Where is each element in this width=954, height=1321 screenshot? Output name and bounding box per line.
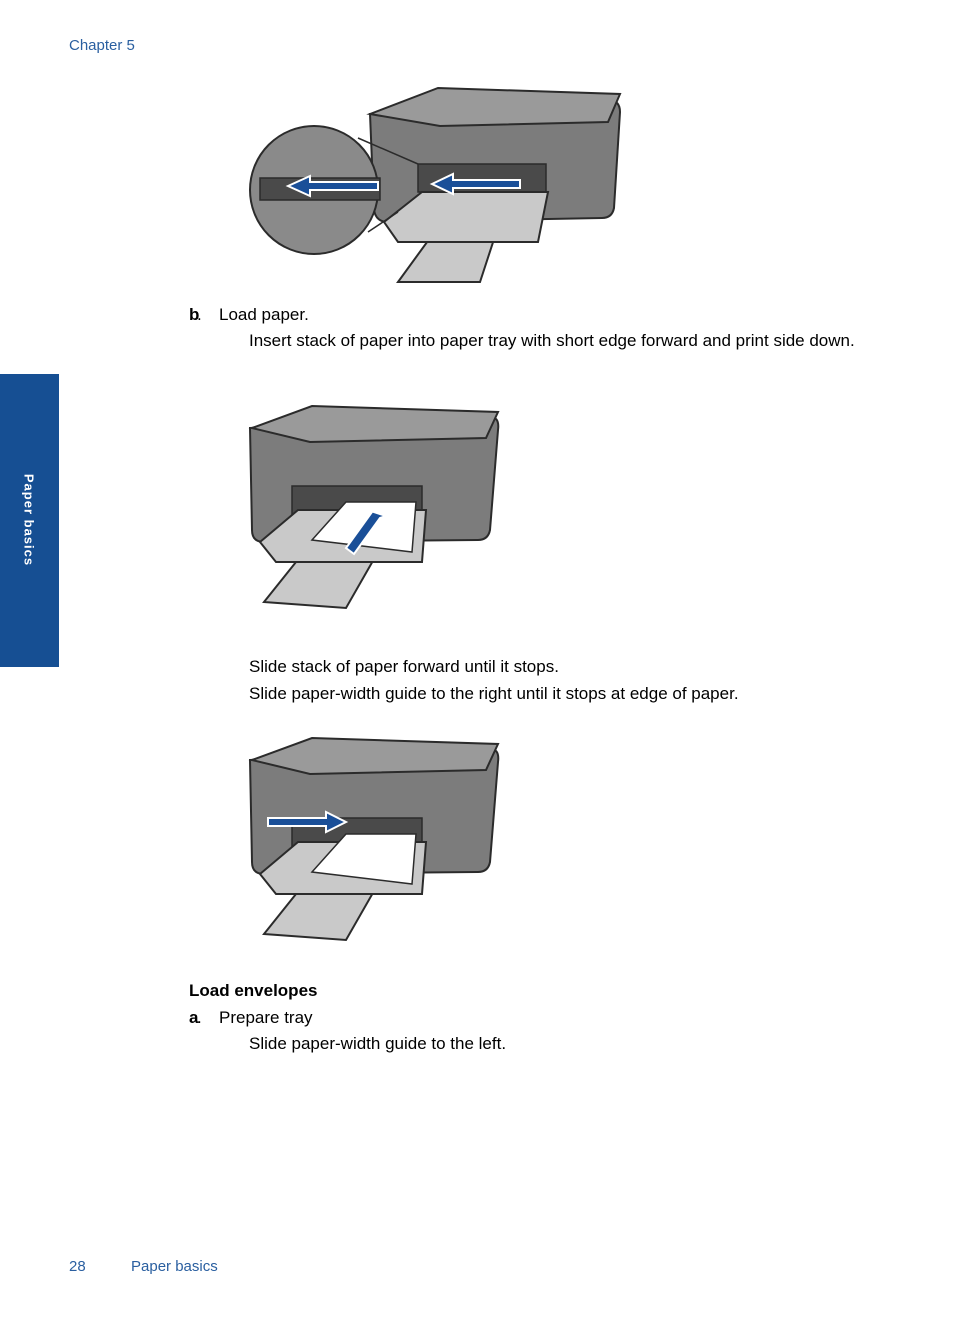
arrow-left-icon: [285, 174, 379, 198]
arrow-forward-icon: [344, 509, 390, 556]
note-slide-stack: Slide stack of paper forward until it st…: [249, 657, 559, 676]
side-tab-label: Paper basics: [21, 473, 37, 567]
note-slide-guide: Slide paper-width guide to the right unt…: [249, 684, 739, 703]
chapter-header: Chapter 5: [69, 37, 135, 54]
side-tab: [0, 374, 59, 667]
step-instruction: Insert stack of paper into paper tray wi…: [249, 331, 855, 350]
step-title: Load paper.: [219, 305, 309, 324]
section-heading: Load envelopes: [189, 981, 318, 1000]
figure-slide-guide-left: [249, 86, 622, 283]
figure-guide-right: [248, 736, 500, 942]
figure-insert-paper: [248, 404, 500, 610]
step-letter: b: [189, 305, 200, 324]
step-instruction: Slide paper-width guide to the left.: [249, 1034, 507, 1053]
step-letter: a: [189, 1008, 199, 1027]
step-title: Prepare tray: [219, 1008, 313, 1027]
footer-section: Paper basics: [131, 1258, 218, 1275]
page-number: 28: [69, 1258, 86, 1275]
arrow-right-icon: [267, 810, 349, 834]
arrow-left-icon: [429, 172, 521, 196]
